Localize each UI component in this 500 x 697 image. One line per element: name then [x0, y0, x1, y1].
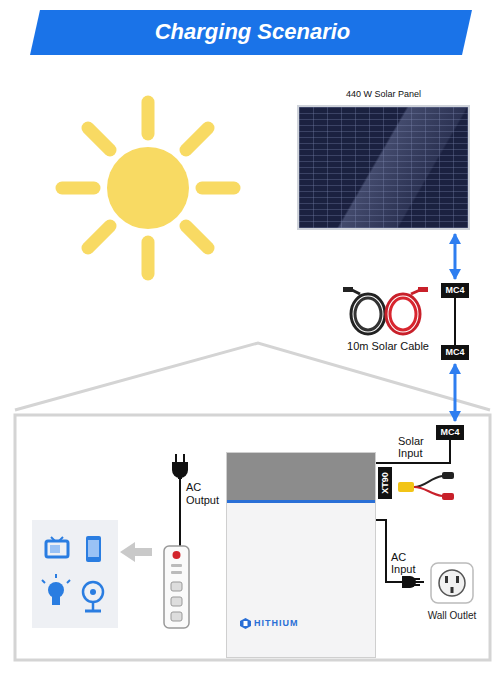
connector-name: XT90: [378, 467, 392, 499]
mc4-node: MC4: [441, 283, 468, 298]
mc4-text: MC4: [440, 427, 459, 438]
logo-icon: [240, 618, 251, 629]
devices-panel: [32, 520, 118, 628]
house-outline: [15, 343, 490, 660]
battery-text: HITHIUM: [254, 617, 375, 629]
part-label: AC Output: [186, 481, 224, 507]
outlet-node: Wall Outlet: [424, 560, 480, 628]
connector: [453, 234, 456, 279]
solar-cable: [343, 287, 428, 334]
panel-node: 440 W Solar Panel: [297, 105, 470, 230]
mc4-text: MC4: [445, 347, 464, 358]
power-strip: [164, 546, 189, 628]
outlet-icon: [430, 562, 474, 604]
outlet-text: Wall Outlet: [424, 610, 480, 622]
mc4-node: MC4: [436, 425, 463, 440]
battery-node: HITHIUM: [226, 452, 376, 658]
title-band: [30, 10, 472, 55]
ac-output-plug: [172, 454, 188, 546]
mc4-node: MC4: [441, 345, 468, 360]
part-label: 10m Solar Cable: [338, 340, 438, 353]
connector: [376, 520, 424, 582]
edge-label: AC Input: [391, 551, 425, 575]
supply-arrow: [120, 542, 152, 562]
mc4-text: MC4: [445, 285, 464, 296]
xt90-mc4-adapter: [398, 472, 454, 500]
connector: [453, 364, 456, 421]
diagram-title: Charging Scenario: [40, 19, 465, 45]
edge-label: Solar Input: [398, 435, 438, 459]
panel-text: 440 W Solar Panel: [299, 88, 468, 100]
sun: [62, 102, 234, 274]
connector: [454, 298, 456, 345]
